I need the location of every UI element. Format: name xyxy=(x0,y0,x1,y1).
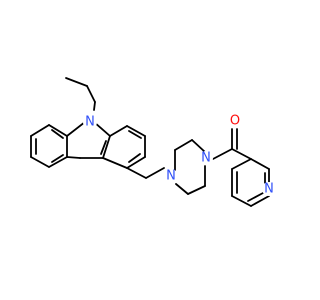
carbonyl-group xyxy=(212,128,252,160)
bond xyxy=(212,148,233,160)
bond-double xyxy=(128,130,142,139)
bond xyxy=(30,156,50,168)
atom-labels: N N N O N xyxy=(83,114,276,197)
bond xyxy=(174,139,193,151)
nitrogen-carbazole-label: N xyxy=(85,115,95,130)
bond xyxy=(66,156,81,159)
bond xyxy=(102,135,111,159)
bond-ethyl-ch2 xyxy=(93,101,96,111)
bond-double xyxy=(100,140,107,155)
bond xyxy=(66,121,86,137)
oxygen-carbonyl-label: O xyxy=(230,114,240,129)
bond xyxy=(250,158,270,170)
bond xyxy=(126,125,146,137)
bond xyxy=(48,124,68,137)
bond-double xyxy=(128,153,141,163)
atom-bg xyxy=(83,115,97,129)
molecule-structure: N N N O N xyxy=(30,77,276,207)
bond xyxy=(250,195,270,207)
piperazine-ring xyxy=(174,139,206,195)
bond xyxy=(126,167,147,179)
bond xyxy=(231,158,252,170)
nitrogen-pyridine-label: N xyxy=(264,182,274,197)
atom-bg xyxy=(199,151,213,165)
bond xyxy=(231,195,252,207)
bond xyxy=(145,167,165,179)
bond xyxy=(231,148,252,160)
carbazole-core xyxy=(30,121,146,169)
ethyl-group xyxy=(65,77,96,111)
bond xyxy=(48,156,68,168)
bond xyxy=(109,125,128,137)
bond-double xyxy=(51,154,64,163)
bond-ethyl-terminal xyxy=(65,77,88,87)
bond xyxy=(93,121,111,137)
nitrogen-piperazine-right-label: N xyxy=(201,151,211,166)
bond xyxy=(187,185,206,195)
bond-ethyl-ch3 xyxy=(86,85,96,103)
bond xyxy=(102,157,128,169)
nitrogen-piperazine-left-label: N xyxy=(166,169,176,184)
structure-canvas: N N N O N xyxy=(30,77,276,207)
pyridine-ring xyxy=(231,158,270,207)
bond xyxy=(126,156,146,169)
atom-bg xyxy=(262,182,276,196)
bond-double xyxy=(51,129,64,139)
bond xyxy=(191,139,206,153)
bond xyxy=(30,124,50,137)
bond-double xyxy=(247,192,264,202)
bond xyxy=(175,183,189,195)
atom-bg xyxy=(228,114,242,128)
atom-bg xyxy=(164,169,178,183)
methylene-linker xyxy=(126,167,165,179)
